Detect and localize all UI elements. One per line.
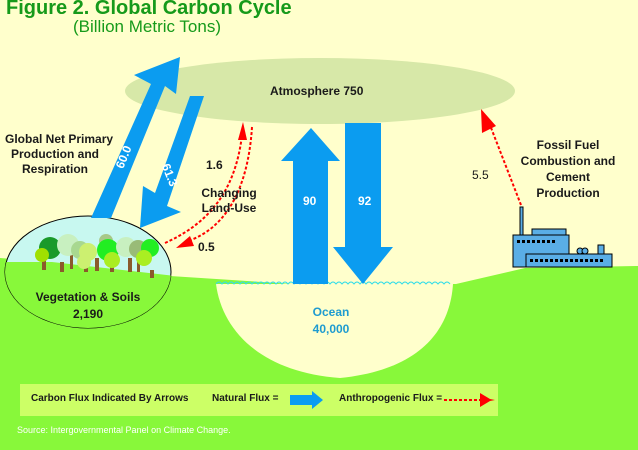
factory-icon: [512, 206, 613, 268]
water-surface: [215, 281, 451, 285]
vegetation-value: 2,190: [72, 307, 104, 321]
npp-label-line: Production and: [11, 147, 99, 161]
ocean-arrow-down: [333, 123, 393, 284]
landuse-arrow-down-head: [176, 236, 194, 248]
figure-title: Figure 2. Global Carbon Cycle: [6, 0, 292, 19]
npp-arrow-down: [140, 96, 204, 228]
legend-anthropogenic-label: Anthropogenic Flux =: [339, 393, 443, 404]
landuse-arrow-down: [184, 126, 253, 243]
legend-natural-label: Natural Flux =: [212, 393, 279, 404]
ocean-name: Ocean: [312, 305, 350, 319]
ocean-label: Ocean 40,000: [306, 304, 356, 338]
landuse-label-line: Land-Use: [201, 201, 257, 215]
fossil-label-line: Cement: [545, 170, 590, 184]
ocean-arrow-up: [281, 128, 340, 284]
landuse-up-value: 1.6: [206, 158, 223, 172]
fossil-label: Fossil Fuel Combustion and Cement Produc…: [518, 137, 618, 201]
npp-label: Global Net Primary Production and Respir…: [5, 132, 114, 177]
factory-windows: [517, 240, 603, 262]
source-note: Source: Intergovernmental Panel on Clima…: [17, 425, 231, 435]
fossil-value: 5.5: [472, 168, 489, 182]
legend-caption: Carbon Flux Indicated By Arrows: [31, 393, 189, 404]
landuse-down-value: 0.5: [198, 240, 215, 254]
landuse-arrow-up-head: [238, 122, 247, 140]
vegetation-name: Vegetation & Soils: [35, 290, 141, 304]
ocean-basin: [216, 284, 453, 378]
vegetation-label: Vegetation & Soils 2,190: [28, 289, 148, 323]
figure-subtitle: (Billion Metric Tons): [73, 17, 222, 36]
ocean-value: 40,000: [312, 322, 350, 336]
ocean-down-value: 92: [358, 194, 372, 208]
atmosphere-reservoir: [125, 58, 515, 124]
natural-flux-arrow-icon: [290, 391, 323, 409]
fossil-label-line: Fossil Fuel: [536, 138, 600, 152]
anthropogenic-flux-arrow-icon: [444, 393, 495, 407]
legend: Carbon Flux Indicated By Arrows Natural …: [20, 384, 498, 416]
ocean-up-value: 90: [303, 194, 317, 208]
fossil-arrow-head: [481, 109, 496, 133]
landuse-label-line: Changing: [201, 186, 257, 200]
npp-label-line: Respiration: [21, 162, 88, 176]
fossil-arrow: [487, 119, 522, 206]
landuse-label: Changing Land-Use: [198, 186, 260, 216]
npp-arrow-up: [91, 57, 180, 218]
fossil-label-line: Combustion and: [520, 154, 616, 168]
atmosphere-label: Atmosphere 750: [270, 84, 364, 98]
npp-label-line: Global Net Primary: [5, 132, 114, 146]
fossil-label-line: Production: [536, 186, 600, 200]
